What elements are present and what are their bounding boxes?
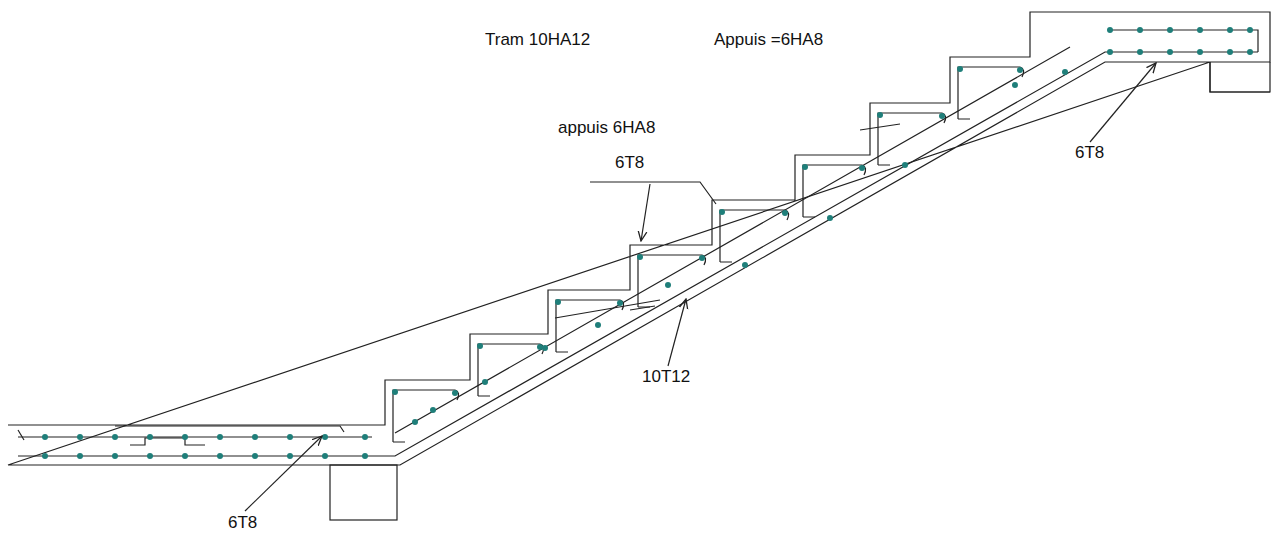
concrete-outline <box>8 12 1270 520</box>
rebar-callout: 6T8 <box>1073 143 1106 163</box>
rebar-note: Tram 10HA12 <box>483 30 592 50</box>
rebar-dots <box>42 27 1253 459</box>
rebar-callout: 6T8 <box>226 513 259 533</box>
leader-lines <box>245 63 1156 511</box>
rebar-callout: 6T8 <box>613 153 646 173</box>
rebar-note: Appuis =6HA8 <box>712 30 825 50</box>
rebar-callout: 10T12 <box>640 367 692 387</box>
rebar-lines <box>18 30 1258 456</box>
rebar-note: appuis 6HA8 <box>556 118 657 138</box>
